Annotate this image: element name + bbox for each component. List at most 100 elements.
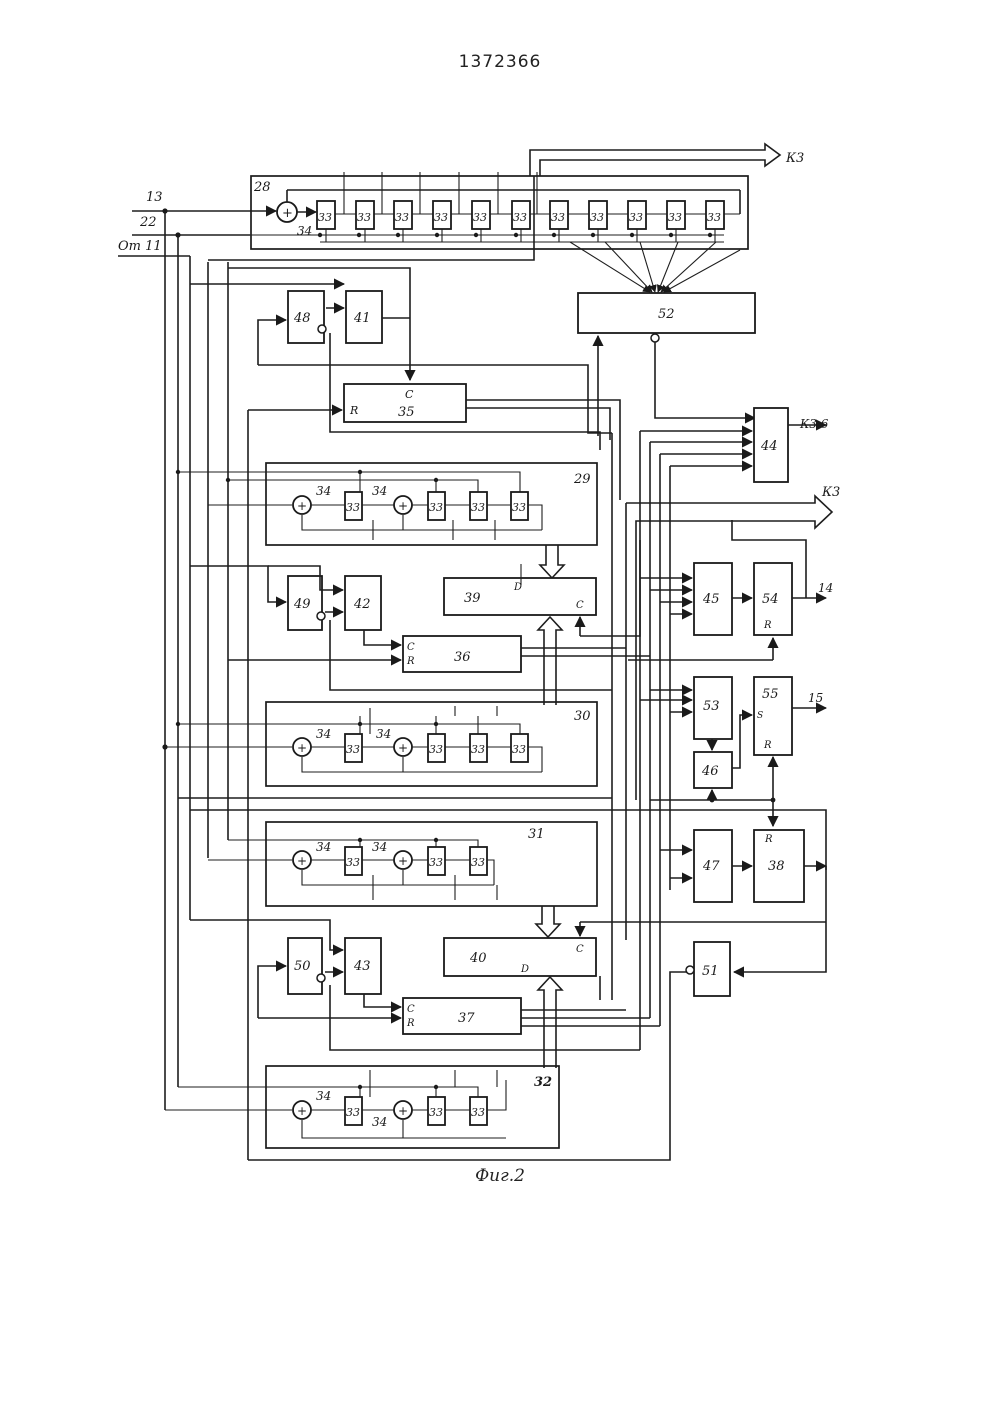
svg-text:40: 40 <box>469 951 487 966</box>
svg-text:34: 34 <box>376 727 391 741</box>
svg-text:33: 33 <box>318 211 332 224</box>
svg-text:33: 33 <box>471 501 485 514</box>
blocks-48-41-35: 48 41 C R 35 <box>190 284 620 500</box>
svg-text:33: 33 <box>357 211 371 224</box>
svg-text:54: 54 <box>762 592 779 607</box>
block-44: 44 К3,6 <box>640 408 829 482</box>
svg-text:33: 33 <box>471 856 485 869</box>
svg-text:33: 33 <box>473 211 487 224</box>
register-28-label: 28 <box>253 180 271 195</box>
svg-text:C: C <box>407 1004 415 1015</box>
svg-text:+: + <box>297 499 307 513</box>
svg-text:50: 50 <box>294 959 311 974</box>
register-29: 29 + 34 33 + 34 33 33 33 <box>176 463 597 545</box>
register-31: 31 + 34 33 + 34 33 33 <box>208 822 597 906</box>
svg-text:33: 33 <box>346 743 360 756</box>
svg-text:R: R <box>763 740 772 751</box>
register-28-cells: 33 33 33 33 33 33 33 33 33 33 33 <box>317 201 724 229</box>
svg-text:55: 55 <box>762 687 779 702</box>
input-label-13: 13 <box>146 190 163 205</box>
svg-text:37: 37 <box>458 1011 475 1026</box>
svg-text:R: R <box>764 834 773 845</box>
svg-text:42: 42 <box>353 597 371 612</box>
svg-text:33: 33 <box>513 211 527 224</box>
output-label-k3-bus: К3 <box>821 485 840 500</box>
svg-text:34: 34 <box>316 1089 331 1103</box>
register-32: 32 + 34 33 + 34 33 33 <box>165 1066 559 1148</box>
svg-text:33: 33 <box>668 211 682 224</box>
svg-text:C: C <box>576 944 584 955</box>
svg-text:+: + <box>297 854 307 868</box>
svg-text:R: R <box>406 656 415 667</box>
svg-text:35: 35 <box>398 405 415 420</box>
svg-text:33: 33 <box>471 743 485 756</box>
svg-text:52: 52 <box>658 307 675 322</box>
blocks-53-55-46: 53 55 S R 15 46 <box>640 677 826 826</box>
svg-text:33: 33 <box>590 211 604 224</box>
block-52: 52 <box>578 293 755 436</box>
svg-text:34: 34 <box>316 484 331 498</box>
register-28: 28 + 34 33 33 33 33 33 33 33 33 33 33 33 <box>250 172 748 292</box>
svg-text:44: 44 <box>760 439 778 454</box>
svg-text:C: C <box>576 600 584 611</box>
svg-text:33: 33 <box>512 501 526 514</box>
svg-text:C: C <box>407 642 415 653</box>
svg-text:R: R <box>406 1018 415 1029</box>
svg-text:49: 49 <box>293 597 311 612</box>
svg-text:51: 51 <box>702 964 719 979</box>
register-29-label: 29 <box>573 472 591 487</box>
svg-text:39: 39 <box>464 591 481 606</box>
bus-k3-top: К3 <box>530 144 804 176</box>
svg-text:R: R <box>349 404 358 417</box>
output-label-k3-top: К3 <box>785 151 804 166</box>
figure-caption: Фиг.2 <box>440 1166 560 1186</box>
svg-text:33: 33 <box>429 743 443 756</box>
svg-text:38: 38 <box>768 859 785 874</box>
svg-text:S: S <box>757 711 763 721</box>
svg-text:D: D <box>520 964 529 975</box>
blocks-47-38-51: 47 38 R 51 <box>660 830 826 996</box>
register-32-label: 32 <box>534 1075 552 1090</box>
svg-text:+: + <box>297 741 307 755</box>
svg-text:33: 33 <box>346 856 360 869</box>
svg-text:C: C <box>405 388 414 401</box>
svg-text:53: 53 <box>703 699 720 714</box>
svg-text:34: 34 <box>316 727 331 741</box>
svg-text:34: 34 <box>372 484 387 498</box>
svg-text:36: 36 <box>454 650 471 665</box>
bus-k3-main: К3 <box>626 485 840 940</box>
register-30-label: 30 <box>574 709 591 724</box>
svg-text:46: 46 <box>701 764 719 779</box>
right-interconnect <box>612 431 670 1050</box>
svg-text:47: 47 <box>702 859 720 874</box>
output-label-k3-6: К3,6 <box>799 417 829 431</box>
svg-text:34: 34 <box>316 840 331 854</box>
svg-text:48: 48 <box>293 311 311 326</box>
svg-text:+: + <box>398 741 408 755</box>
svg-text:+: + <box>297 1104 307 1118</box>
svg-text:33: 33 <box>429 1106 443 1119</box>
xor-label: 34 <box>297 224 312 238</box>
svg-text:33: 33 <box>551 211 565 224</box>
xor-symbol: + <box>282 206 293 221</box>
svg-text:33: 33 <box>629 211 643 224</box>
svg-text:33: 33 <box>512 743 526 756</box>
svg-text:33: 33 <box>346 1106 360 1119</box>
svg-text:43: 43 <box>353 959 371 974</box>
svg-text:33: 33 <box>434 211 448 224</box>
svg-text:33: 33 <box>429 856 443 869</box>
svg-text:33: 33 <box>395 211 409 224</box>
svg-text:33: 33 <box>429 501 443 514</box>
input-label-22: 22 <box>139 215 157 230</box>
svg-text:R: R <box>763 620 772 631</box>
svg-text:33: 33 <box>707 211 721 224</box>
svg-text:33: 33 <box>471 1106 485 1119</box>
svg-text:+: + <box>398 1104 408 1118</box>
svg-text:41: 41 <box>353 311 371 326</box>
register-31-label: 31 <box>528 827 545 842</box>
output-label-14: 14 <box>818 581 833 595</box>
blocks-49-42-39-36: 49 42 39 D C C R 36 <box>190 540 650 705</box>
svg-text:+: + <box>398 854 408 868</box>
